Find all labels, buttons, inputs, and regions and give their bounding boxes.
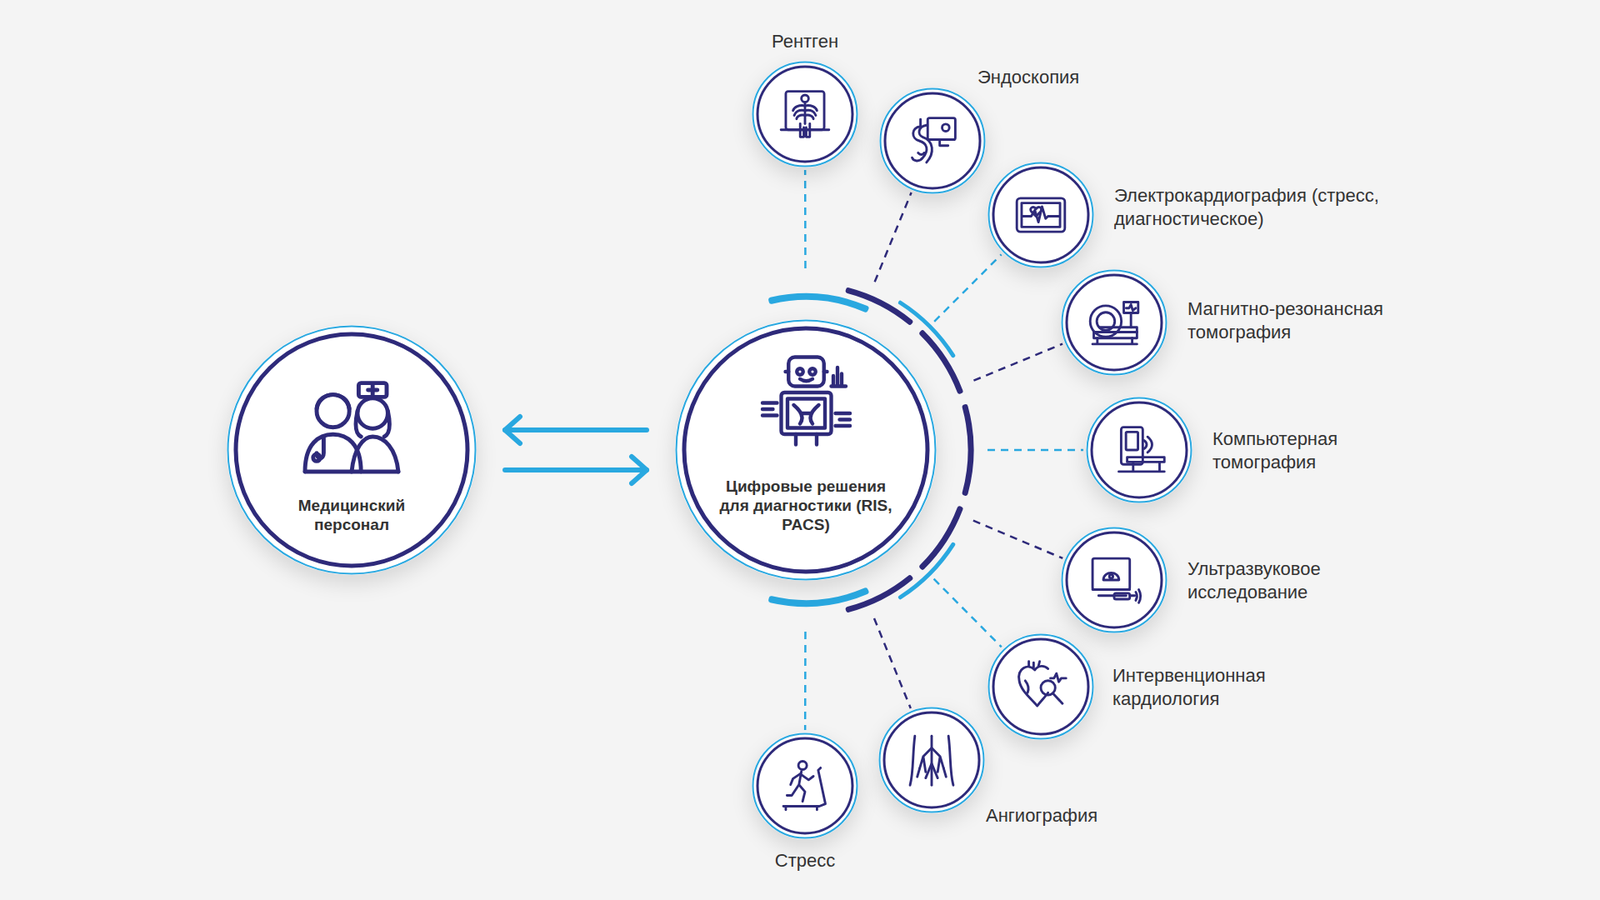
connector — [805, 170, 806, 269]
connector — [875, 192, 912, 282]
circle-rings — [226, 325, 477, 575]
connector — [934, 254, 1001, 321]
connector-line — [875, 192, 912, 282]
connector-line — [973, 344, 1063, 381]
heart-icon — [1010, 656, 1071, 717]
modality-label: Эндоскопия — [977, 65, 1080, 90]
staff-icon — [285, 366, 419, 484]
circle-rings — [751, 732, 859, 840]
connector — [505, 416, 647, 444]
main-circle: Цифровые решения для диагностики (RIS, P… — [675, 319, 937, 581]
hub-arc — [768, 587, 869, 607]
hub-arc — [962, 404, 975, 496]
modality-label: Интервенционная кардиология — [1112, 664, 1305, 710]
modality-label: Стресс — [775, 849, 835, 873]
node-title: Медицинский персонал — [280, 496, 423, 535]
modality-circle: Ангиография — [878, 706, 985, 814]
circle-rings — [1085, 396, 1193, 504]
connector — [987, 450, 1084, 451]
arrow-head — [631, 456, 647, 484]
main-circle: Медицинский персонал — [226, 325, 477, 575]
modality-circle: Электрокардиография (стресс, диагностиче… — [987, 161, 1095, 269]
modality-label: Рентген — [771, 30, 839, 54]
hub-arc — [768, 293, 869, 313]
robot-icon — [745, 350, 867, 455]
xray-icon — [775, 84, 835, 145]
endo-icon — [902, 110, 963, 171]
modality-circle: Эндоскопия — [879, 87, 986, 195]
modality-label: Компьютерная томография — [1212, 427, 1380, 474]
connector-line — [505, 467, 647, 473]
connector-line — [804, 631, 807, 730]
connector-line — [934, 254, 1001, 321]
modality-circle: Интервенционная кардиология — [987, 633, 1095, 740]
modality-circle: Рентген — [751, 60, 859, 168]
connector — [874, 618, 911, 709]
connector-line — [874, 618, 911, 709]
ecg-icon — [1010, 185, 1071, 245]
modality-circle: Ультразвуковое исследование — [1060, 526, 1168, 634]
ct-icon — [1109, 420, 1170, 480]
modality-label: Ультразвуковое исследование — [1187, 557, 1363, 604]
angio-icon — [901, 730, 962, 790]
arrow-head — [505, 416, 520, 444]
connector-line — [987, 449, 1084, 452]
modality-circle: Компьютерная томография — [1085, 396, 1193, 504]
modality-circle: Стресс — [751, 732, 859, 840]
connector — [805, 631, 806, 730]
modality-label: Магнитно-резонансная томография — [1187, 297, 1430, 344]
modality-label: Ангиография — [985, 804, 1098, 828]
connector — [973, 344, 1063, 381]
connectors — [505, 170, 1084, 730]
connector — [973, 520, 1063, 559]
connector-line — [505, 427, 647, 433]
modality-circle: Магнитно-резонансная томография — [1060, 269, 1168, 376]
connector — [505, 456, 647, 484]
mri-icon — [1084, 292, 1145, 353]
node-title: Цифровые решения для диагностики (RIS, P… — [716, 477, 896, 535]
us-icon — [1084, 550, 1145, 610]
connector-line — [973, 520, 1063, 559]
connector-line — [934, 579, 1002, 648]
connector — [934, 579, 1002, 648]
modality-label: Электрокардиография (стресс, диагностиче… — [1114, 184, 1390, 230]
stress-icon — [775, 755, 835, 816]
connector-line — [804, 170, 807, 269]
